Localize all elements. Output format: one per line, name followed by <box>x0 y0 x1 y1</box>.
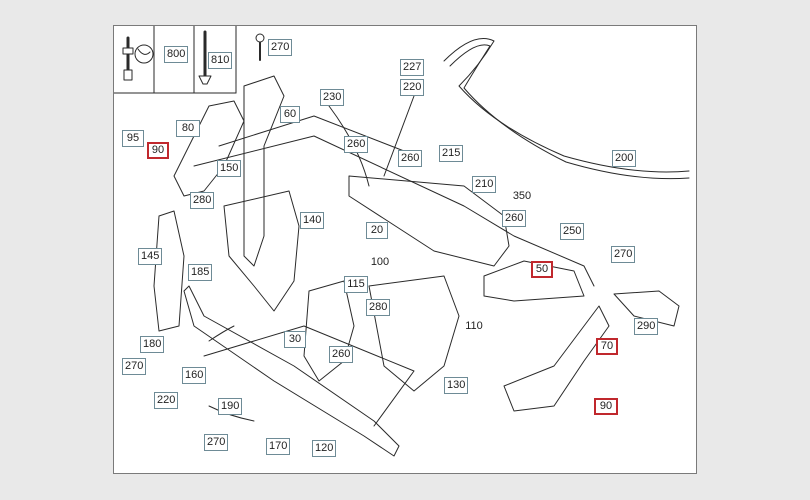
callout-20[interactable]: 20 <box>366 222 388 239</box>
callout-260[interactable]: 260 <box>329 346 353 363</box>
callout-270[interactable]: 270 <box>268 39 292 56</box>
callout-200[interactable]: 200 <box>612 150 636 167</box>
callout-280[interactable]: 280 <box>190 192 214 209</box>
callout-215[interactable]: 215 <box>439 145 463 162</box>
callout-95[interactable]: 95 <box>122 130 144 147</box>
callout-227[interactable]: 227 <box>400 59 424 76</box>
callout-290[interactable]: 290 <box>634 318 658 335</box>
callout-800[interactable]: 800 <box>164 46 188 63</box>
diagram-strokes <box>153 38 690 457</box>
callout-150[interactable]: 150 <box>217 160 241 177</box>
diagram-frame: 800 810 270 80 95 90 60 150 280 140 145 … <box>113 25 697 474</box>
callout-120[interactable]: 120 <box>312 440 336 457</box>
callout-160[interactable]: 160 <box>182 367 206 384</box>
callout-90[interactable]: 90 <box>594 398 618 415</box>
callout-70[interactable]: 70 <box>596 338 618 355</box>
callout-60[interactable]: 60 <box>280 106 300 123</box>
callout-810[interactable]: 810 <box>208 52 232 69</box>
callout-130[interactable]: 130 <box>444 377 468 394</box>
callout-190[interactable]: 190 <box>218 398 242 415</box>
callout-170[interactable]: 170 <box>266 438 290 455</box>
callout-110[interactable]: 110 <box>462 319 486 336</box>
callout-180[interactable]: 180 <box>140 336 164 353</box>
callout-230[interactable]: 230 <box>320 89 344 106</box>
callout-210[interactable]: 210 <box>472 176 496 193</box>
callout-270[interactable]: 270 <box>611 246 635 263</box>
callout-30[interactable]: 30 <box>284 331 306 348</box>
callout-100[interactable]: 100 <box>368 255 392 272</box>
callout-260[interactable]: 260 <box>344 136 368 153</box>
callout-185[interactable]: 185 <box>188 264 212 281</box>
callout-270[interactable]: 270 <box>204 434 228 451</box>
callout-280[interactable]: 280 <box>366 299 390 316</box>
legend-cells <box>114 26 265 94</box>
callout-220[interactable]: 220 <box>400 79 424 96</box>
callout-50[interactable]: 50 <box>531 261 553 278</box>
callout-270[interactable]: 270 <box>122 358 146 375</box>
callout-250[interactable]: 250 <box>560 223 584 240</box>
callout-90[interactable]: 90 <box>147 142 169 159</box>
callout-260[interactable]: 260 <box>502 210 526 227</box>
callout-115[interactable]: 115 <box>344 276 368 293</box>
callout-350[interactable]: 350 <box>510 189 534 206</box>
callout-80[interactable]: 80 <box>176 120 200 137</box>
callout-260[interactable]: 260 <box>398 150 422 167</box>
callout-145[interactable]: 145 <box>138 248 162 265</box>
callout-140[interactable]: 140 <box>300 212 324 229</box>
callout-220[interactable]: 220 <box>154 392 178 409</box>
